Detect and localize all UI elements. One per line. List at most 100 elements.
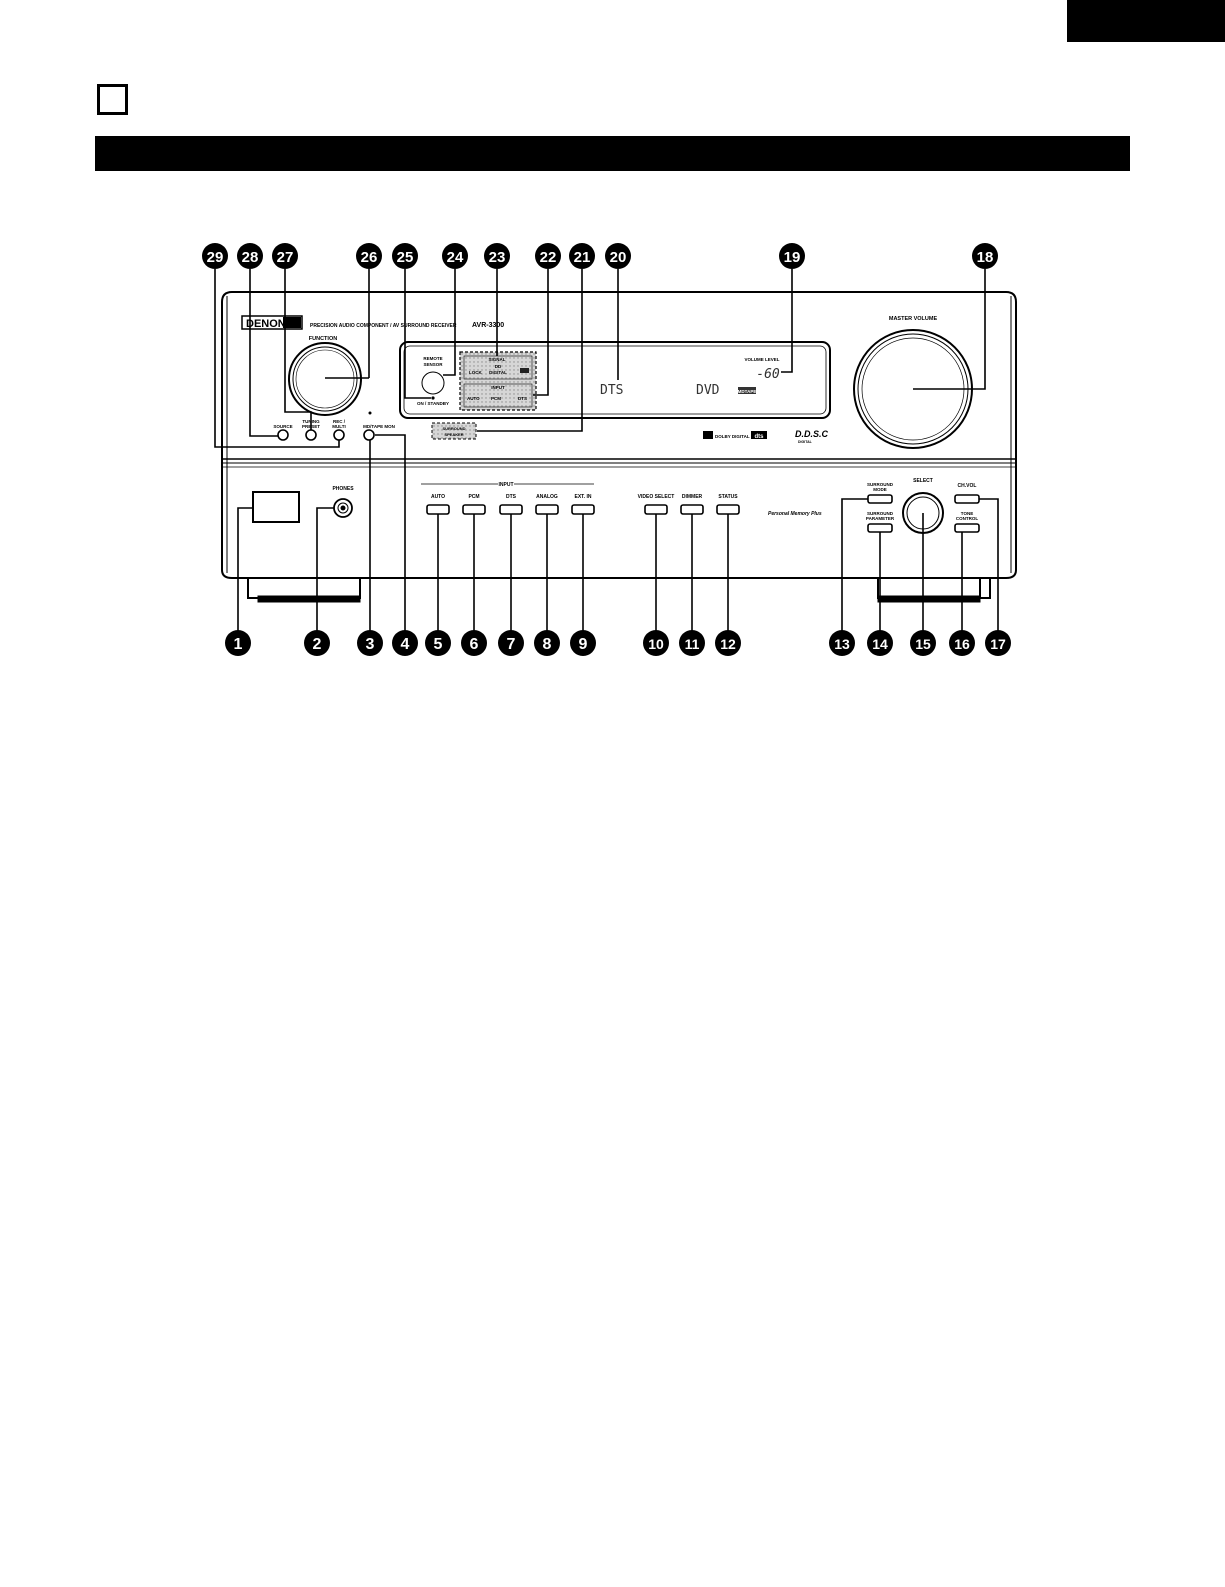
callout-4: 4	[392, 630, 418, 656]
svg-text:25: 25	[397, 249, 414, 266]
pcm-button[interactable]	[462, 504, 486, 515]
volume-readout: -60	[756, 367, 780, 382]
auto-button[interactable]	[426, 504, 450, 515]
rec-multi-button[interactable]	[333, 429, 345, 441]
svg-text:27: 27	[277, 249, 294, 266]
leader-lines	[214, 269, 999, 631]
status-button[interactable]	[716, 504, 740, 515]
callout-14: 14	[867, 630, 893, 656]
brand-logo: DENON	[246, 318, 286, 330]
surround-mode-button[interactable]	[867, 494, 893, 504]
svg-text:10: 10	[648, 636, 664, 652]
svg-text:23: 23	[489, 249, 506, 266]
svg-text:26: 26	[361, 249, 378, 266]
dts-logo: dts	[755, 434, 765, 440]
callouts-top: 29 28 27 26 25 24 23 22 21 20 19 18	[202, 243, 998, 269]
svg-text:29: 29	[207, 249, 224, 266]
dts-button[interactable]	[499, 504, 523, 515]
source-readout: DVD	[696, 383, 720, 398]
section-title-bar	[95, 136, 1130, 171]
svg-text:16: 16	[954, 636, 970, 652]
indicator-dts: DTS	[518, 396, 527, 401]
svg-text:13: 13	[834, 636, 850, 652]
function-knob[interactable]: FUNCTION	[288, 336, 362, 416]
signal-label: SIGNAL	[488, 357, 505, 362]
svg-text:3: 3	[366, 636, 375, 653]
callout-27: 27	[272, 243, 298, 269]
volume-level-label: VOLUME LEVEL	[744, 357, 779, 362]
on-standby-label: ON / STANDBY	[417, 401, 449, 406]
ch-vol-button[interactable]	[954, 494, 980, 504]
personal-memory-logo: Personal Memory Plus	[768, 511, 822, 517]
product-line: PRECISION AUDIO COMPONENT / AV SURROUND …	[310, 323, 457, 329]
md-tape-mon-label: MD/TAPE MON	[363, 424, 395, 429]
svg-text:4: 4	[401, 636, 410, 653]
callout-13: 13	[829, 630, 855, 656]
remote-sensor	[421, 371, 445, 395]
status-label: STATUS	[718, 494, 738, 500]
video-select-button[interactable]	[644, 504, 668, 515]
svg-text:22: 22	[540, 249, 557, 266]
callout-1: 1	[225, 630, 251, 656]
callout-8: 8	[534, 630, 560, 656]
callout-12: 12	[715, 630, 741, 656]
rec-multi-label-2: MULTI	[332, 424, 345, 429]
chassis	[221, 291, 1017, 603]
master-volume-knob[interactable]: MASTER VOLUME	[853, 316, 973, 449]
svg-text:12: 12	[720, 636, 736, 652]
surround-speaker-label-2: SPEAKER	[444, 432, 463, 437]
remote-sensor-label-1: REMOTE	[423, 356, 442, 361]
callout-22: 22	[535, 243, 561, 269]
video-select-label: VIDEO SELECT	[638, 494, 675, 500]
ext-in-button[interactable]	[571, 504, 595, 515]
callout-6: 6	[461, 630, 487, 656]
ddsc-sub-logo: DIGITAL	[798, 440, 813, 444]
tuning-preset-button[interactable]	[305, 429, 317, 441]
callout-2: 2	[304, 630, 330, 656]
tone-control-label-1: TONE	[961, 511, 973, 516]
callout-10: 10	[643, 630, 669, 656]
svg-text:9: 9	[579, 636, 588, 653]
callout-24: 24	[442, 243, 468, 269]
ext-in-label: EXT. IN	[575, 494, 592, 500]
svg-text:21: 21	[574, 249, 591, 266]
front-panel-diagram: DENON PRECISION AUDIO COMPONENT / AV SUR…	[202, 243, 1017, 656]
pcm-label: PCM	[468, 494, 479, 500]
tone-control-button[interactable]	[954, 523, 980, 533]
standby-led	[431, 396, 435, 400]
svg-text:19: 19	[784, 249, 801, 266]
power-switch[interactable]	[252, 491, 300, 523]
surround-parameter-button[interactable]	[867, 523, 893, 533]
ch-vol-label: CH.VOL	[958, 483, 977, 489]
select-label: SELECT	[913, 478, 933, 484]
md-tape-mon-button[interactable]	[363, 429, 375, 441]
callout-7: 7	[498, 630, 524, 656]
svg-text:17: 17	[990, 636, 1006, 652]
callouts-bottom: 1 2 3 4 5 6 7 8 9 10 11 12 13 14 15 16 1…	[225, 630, 1011, 656]
svg-text:8: 8	[543, 636, 552, 653]
svg-text:20: 20	[610, 249, 627, 266]
input-indicator-label: INPUT	[491, 385, 505, 390]
digital-label: DIGITAL	[489, 370, 507, 375]
callout-16: 16	[949, 630, 975, 656]
analog-label: ANALOG	[536, 494, 558, 500]
callout-19: 19	[779, 243, 805, 269]
surround-speaker-label-1: SURROUND	[442, 426, 465, 431]
mode-readout: DTS	[600, 383, 623, 398]
callout-25: 25	[392, 243, 418, 269]
svg-text:14: 14	[872, 636, 888, 652]
md-tape-led	[368, 411, 372, 415]
svg-text:7: 7	[507, 636, 516, 653]
format-logos: DOLBY DIGITAL dts D.D.S.C DIGITAL	[703, 429, 829, 444]
dts-label: DTS	[506, 494, 517, 500]
dimmer-label: DIMMER	[682, 494, 703, 500]
dimmer-button[interactable]	[680, 504, 704, 515]
analog-button[interactable]	[535, 504, 559, 515]
source-button[interactable]	[277, 429, 289, 441]
svg-text:1: 1	[234, 636, 243, 653]
section-marker-box	[97, 84, 128, 115]
svg-text:6: 6	[470, 636, 479, 653]
ddsc-logo: D.D.S.C	[795, 429, 829, 439]
svg-text:11: 11	[685, 636, 700, 652]
function-label: FUNCTION	[309, 336, 337, 342]
